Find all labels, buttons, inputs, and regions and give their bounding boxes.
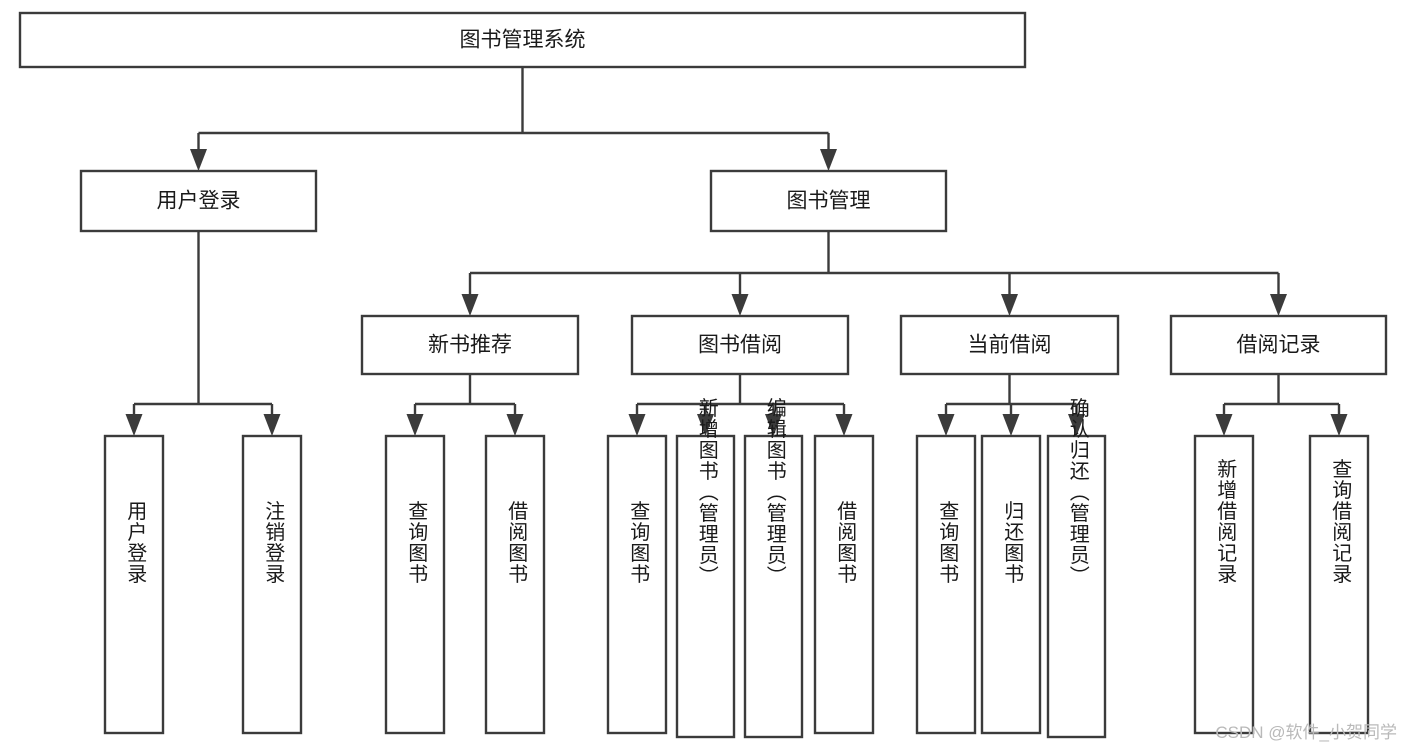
arrowhead-icon: [406, 414, 424, 436]
node-leaf-query-book-1[interactable]: 查询图书: [384, 434, 446, 735]
node-label: 借阅图书: [834, 500, 857, 584]
node-label: 新增借阅记录: [1214, 458, 1237, 584]
node-box: [18, 11, 1027, 69]
node-box: [1046, 434, 1107, 739]
connector-group-book-borrow: [628, 374, 853, 436]
connector-group-borrow-record: [1215, 374, 1348, 436]
arrowhead-icon: [461, 294, 479, 316]
arrowhead-icon: [125, 414, 143, 436]
node-label: 图书管理系统: [460, 29, 586, 52]
node-box: [743, 434, 804, 739]
node-leaf-query-record[interactable]: 查询借阅记录: [1308, 434, 1370, 735]
node-leaf-edit-book[interactable]: 编辑图书（管理员）: [743, 397, 804, 739]
node-box: [484, 434, 546, 735]
node-leaf-query-book-2[interactable]: 查询图书: [606, 434, 668, 735]
arrowhead-icon: [1330, 414, 1348, 436]
arrowhead-icon: [937, 414, 955, 436]
connector-group-root: [190, 67, 837, 171]
node-borrow-record[interactable]: 借阅记录: [1169, 314, 1388, 376]
node-label: 确认归还（管理员）: [1066, 397, 1089, 586]
node-box: [384, 434, 446, 735]
node-current-borrow[interactable]: 当前借阅: [899, 314, 1120, 376]
node-root[interactable]: 图书管理系统: [18, 11, 1027, 69]
node-label: 当前借阅: [968, 334, 1052, 357]
node-box: [606, 434, 668, 735]
connector-group-book-manage: [461, 231, 1287, 316]
node-label: 查询图书: [405, 500, 428, 584]
node-book-borrow[interactable]: 图书借阅: [630, 314, 850, 376]
node-label: 查询借阅记录: [1329, 458, 1352, 584]
node-box: [813, 434, 875, 735]
node-box: [980, 434, 1042, 735]
arrowhead-icon: [190, 149, 207, 171]
node-label: 图书借阅: [698, 334, 782, 357]
node-box: [241, 434, 303, 735]
node-leaf-query-book-3[interactable]: 查询图书: [915, 434, 977, 735]
node-leaf-confirm-return[interactable]: 确认归还（管理员）: [1046, 397, 1107, 739]
node-label: 用户登录: [157, 190, 241, 213]
node-leaf-user-login[interactable]: 用户登录: [103, 434, 165, 735]
node-book-manage[interactable]: 图书管理: [709, 169, 948, 233]
arrowhead-icon: [1001, 294, 1018, 316]
arrowhead-icon: [506, 414, 524, 436]
node-label: 归还图书: [1001, 500, 1024, 584]
node-label: 新增图书（管理员）: [695, 397, 718, 586]
node-leaf-return-book[interactable]: 归还图书: [980, 434, 1042, 735]
arrowhead-icon: [731, 294, 749, 316]
node-layer: 图书管理系统用户登录图书管理新书推荐图书借阅当前借阅借阅记录用户登录注销登录查询…: [18, 11, 1388, 739]
connector-group-new-book-rec: [406, 374, 524, 436]
connector-group-current-borrow: [937, 374, 1085, 436]
arrowhead-icon: [1270, 294, 1287, 316]
node-label: 查询图书: [936, 500, 959, 584]
node-label: 借阅记录: [1237, 334, 1321, 357]
node-label: 注销登录: [262, 500, 285, 584]
node-label: 用户登录: [124, 501, 147, 585]
arrowhead-icon: [1215, 414, 1233, 436]
connector-group-user-login: [125, 231, 281, 436]
arrowhead-icon: [263, 414, 281, 436]
node-label: 新书推荐: [428, 334, 512, 357]
node-box: [709, 169, 948, 233]
node-box: [360, 314, 580, 376]
node-box: [103, 434, 165, 735]
node-box: [915, 434, 977, 735]
node-leaf-borrow-book-2[interactable]: 借阅图书: [813, 434, 875, 735]
node-box: [79, 169, 318, 233]
node-leaf-add-book[interactable]: 新增图书（管理员）: [675, 397, 736, 739]
node-box: [675, 434, 736, 739]
node-label: 借阅图书: [505, 500, 528, 584]
node-box: [899, 314, 1120, 376]
node-user-login[interactable]: 用户登录: [79, 169, 318, 233]
node-box: [630, 314, 850, 376]
node-label: 图书管理: [787, 190, 871, 213]
arrowhead-icon: [628, 414, 646, 436]
arrowhead-icon: [1002, 414, 1020, 436]
node-label: 查询图书: [627, 500, 650, 584]
node-leaf-logout[interactable]: 注销登录: [241, 434, 303, 735]
node-box: [1308, 434, 1370, 735]
node-label: 编辑图书（管理员）: [763, 397, 786, 586]
arrowhead-icon: [765, 414, 782, 436]
connector-layer: [125, 67, 1348, 436]
node-box: [1193, 434, 1255, 735]
arrowhead-icon: [1068, 414, 1085, 436]
arrowhead-icon: [835, 414, 853, 436]
arrowhead-icon: [820, 149, 837, 171]
node-leaf-borrow-book-1[interactable]: 借阅图书: [484, 434, 546, 735]
node-new-book-rec[interactable]: 新书推荐: [360, 314, 580, 376]
node-leaf-add-record[interactable]: 新增借阅记录: [1193, 434, 1255, 735]
node-box: [1169, 314, 1388, 376]
arrowhead-icon: [697, 414, 714, 436]
